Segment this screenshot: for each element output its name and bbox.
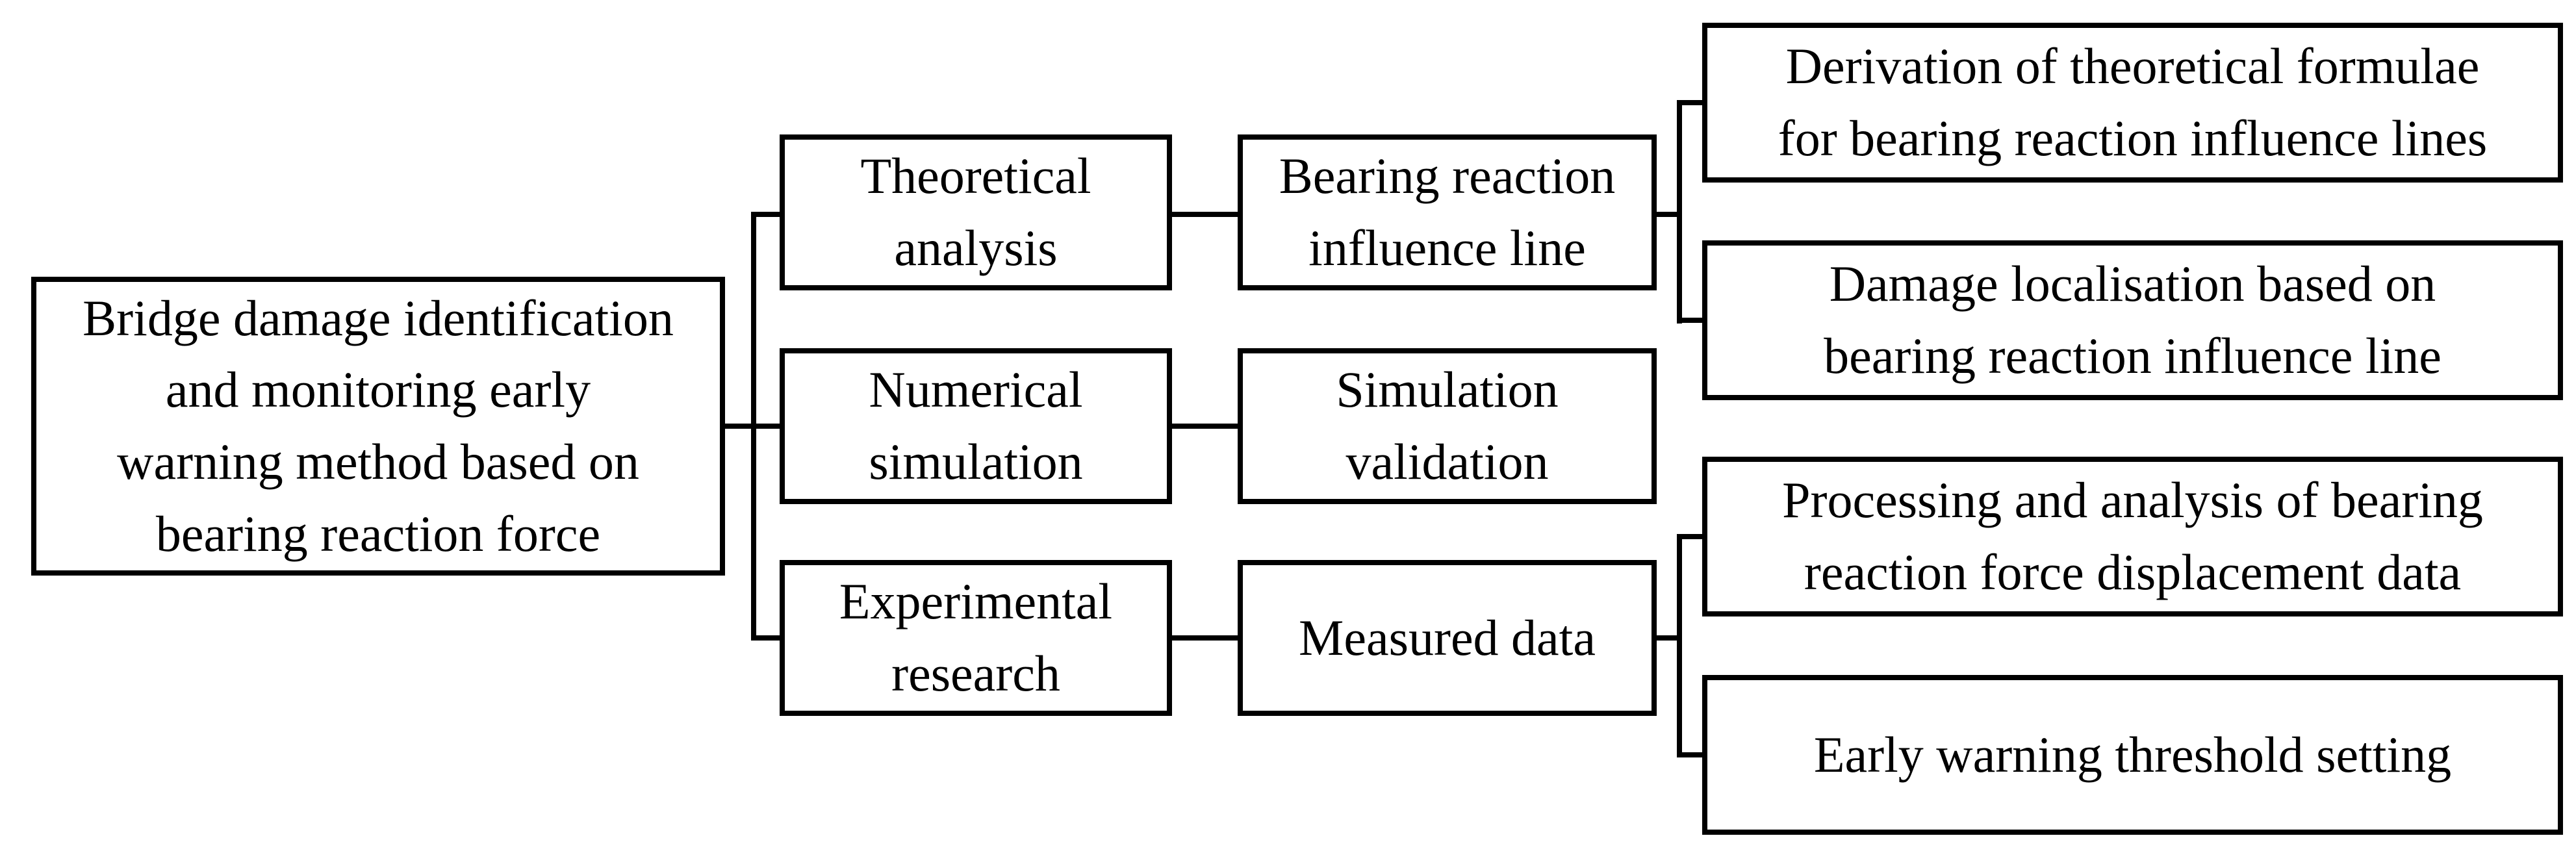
- connector-bracket-to-experimental: [751, 635, 789, 641]
- node-theoretical-analysis: Theoretical analysis: [780, 134, 1172, 290]
- connector-bracket-to-damage: [1677, 318, 1707, 323]
- node-experimental-research-label: Experimental research: [839, 573, 1113, 702]
- node-root-method-label: Bridge damage identification and monitor…: [83, 289, 674, 562]
- node-derivation-formulae: Derivation of theoretical formulae for b…: [1702, 23, 2563, 183]
- connector-theoretical-to-bearing: [1169, 212, 1241, 217]
- node-measured-data-label: Measured data: [1299, 609, 1596, 666]
- node-early-warning-threshold-label: Early warning threshold setting: [1813, 726, 2452, 783]
- node-processing-analysis: Processing and analysis of bearing react…: [1702, 457, 2563, 616]
- node-root-method: Bridge damage identification and monitor…: [31, 277, 725, 576]
- branch-bracket-vertical-bottom-right: [1677, 534, 1682, 757]
- connector-experimental-to-measured: [1169, 635, 1241, 641]
- node-measured-data: Measured data: [1238, 560, 1657, 716]
- connector-bearing-to-bracket: [1653, 212, 1682, 217]
- node-numerical-simulation-label: Numerical simulation: [869, 361, 1083, 490]
- connector-bracket-to-processing: [1677, 534, 1707, 539]
- node-derivation-formulae-label: Derivation of theoretical formulae for b…: [1778, 38, 2488, 166]
- branch-bracket-vertical-left: [751, 212, 756, 641]
- node-bearing-reaction-influence-line-label: Bearing reaction influence line: [1279, 147, 1616, 276]
- node-damage-localisation-label: Damage localisation based on bearing rea…: [1824, 255, 2442, 384]
- connector-measured-to-bracket: [1653, 635, 1682, 641]
- branch-bracket-vertical-top-right: [1677, 100, 1682, 324]
- node-theoretical-analysis-label: Theoretical analysis: [860, 147, 1091, 276]
- node-damage-localisation: Damage localisation based on bearing rea…: [1702, 240, 2563, 400]
- connector-numerical-to-simulation: [1169, 424, 1241, 429]
- node-numerical-simulation: Numerical simulation: [780, 348, 1172, 504]
- node-early-warning-threshold: Early warning threshold setting: [1702, 675, 2563, 835]
- node-processing-analysis-label: Processing and analysis of bearing react…: [1782, 472, 2483, 600]
- connector-bracket-to-early-warning: [1677, 752, 1707, 757]
- node-simulation-validation: Simulation validation: [1238, 348, 1657, 504]
- node-experimental-research: Experimental research: [780, 560, 1172, 716]
- connector-bracket-to-theoretical: [751, 212, 789, 217]
- node-bearing-reaction-influence-line: Bearing reaction influence line: [1238, 134, 1657, 290]
- node-simulation-validation-label: Simulation validation: [1336, 361, 1559, 490]
- connector-bracket-to-derivation: [1677, 100, 1707, 105]
